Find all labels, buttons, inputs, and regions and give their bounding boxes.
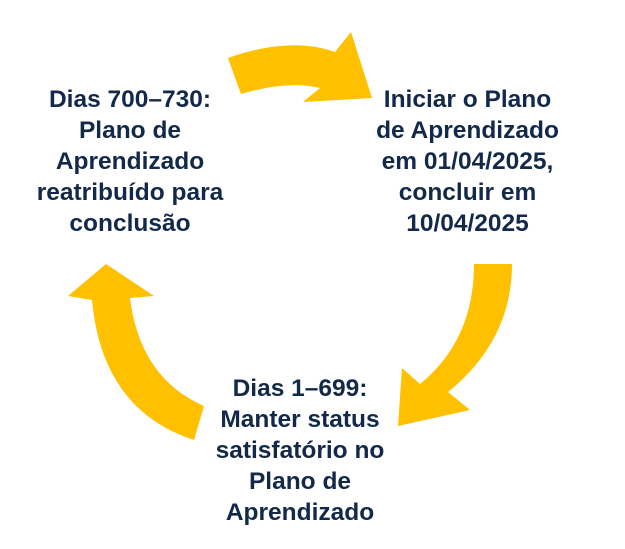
node-line: Dias 700–730: xyxy=(48,86,212,113)
node-line: 10/04/2025 xyxy=(406,210,529,237)
node-line: Dias 1–699: xyxy=(232,375,368,402)
node-line: Plano de xyxy=(78,117,182,144)
node-line: Manter status xyxy=(220,406,380,433)
node-line: satisfatório no xyxy=(215,437,385,464)
arrow-bottom-to-topleft xyxy=(68,264,204,440)
node-line: conclusão xyxy=(69,210,191,237)
node-line: em 01/04/2025, xyxy=(381,148,554,175)
node-line: Iniciar o Plano xyxy=(383,86,552,113)
node-line: Plano de xyxy=(248,468,352,495)
node-line: Aprendizado xyxy=(55,148,205,175)
node-line: Aprendizado xyxy=(225,499,375,526)
node-days-700-730: Dias 700–730: Plano de Aprendizado reatr… xyxy=(10,84,250,239)
node-start-plan: Iniciar o Plano de Aprendizado em 01/04/… xyxy=(345,84,590,239)
arrow-topleft-to-right xyxy=(228,32,372,102)
node-line: reatribuído para xyxy=(36,179,224,206)
node-days-1-699: Dias 1–699: Manter status satisfatório n… xyxy=(180,373,420,528)
node-line: concluir em xyxy=(398,179,537,206)
arrow-right-to-bottom xyxy=(398,264,512,426)
node-line: de Aprendizado xyxy=(376,117,559,144)
